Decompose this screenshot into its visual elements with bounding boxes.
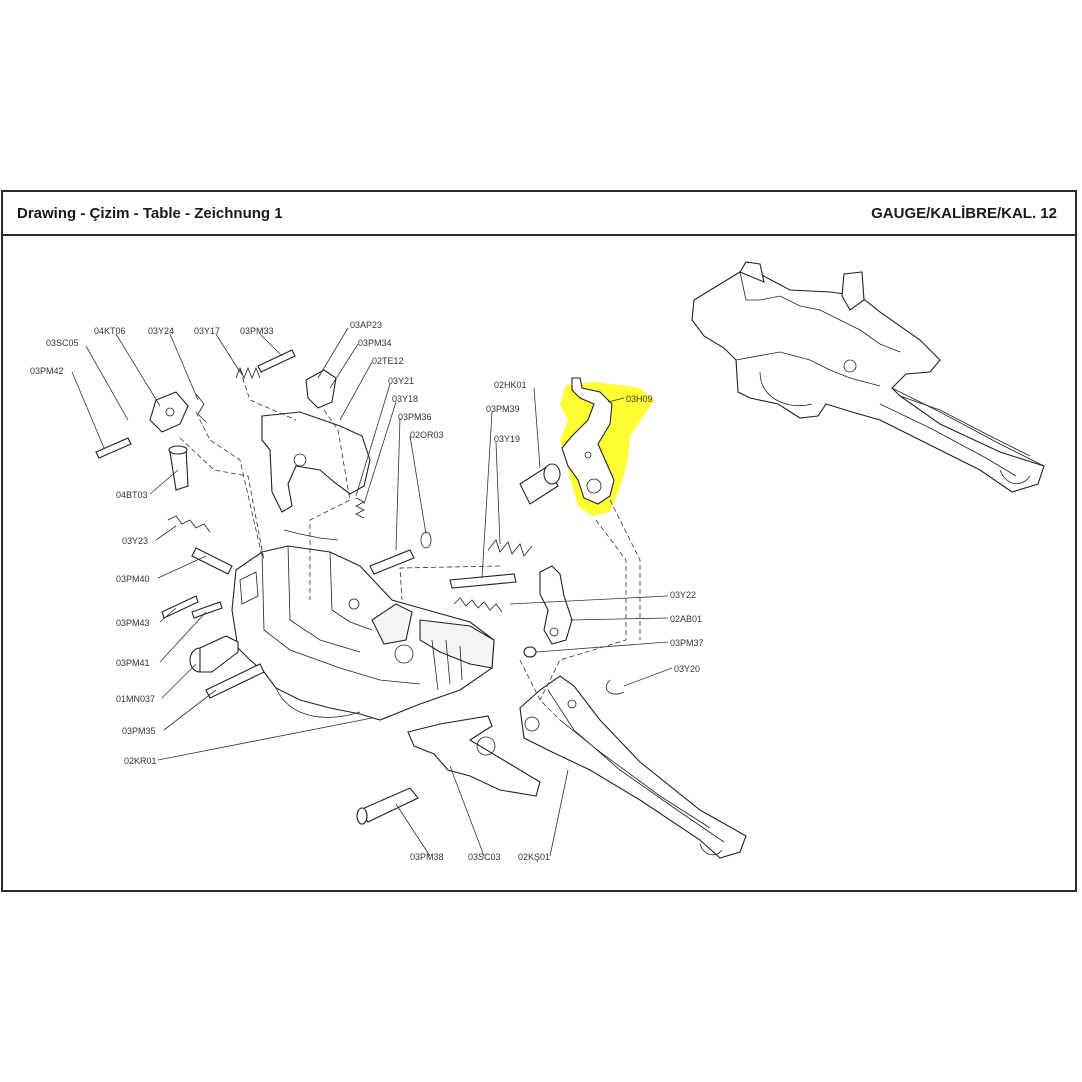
label-03PM41: 03PM41 (116, 658, 150, 668)
label-03PM33: 03PM33 (240, 326, 274, 336)
label-03PM43: 03PM43 (116, 618, 150, 628)
label-02HK01: 02HK01 (494, 380, 527, 390)
trigger-housing (231, 545, 495, 721)
label-03PM42: 03PM42 (30, 366, 64, 376)
label-03Y23: 03Y23 (122, 536, 148, 546)
label-04KT06: 04KT06 (94, 326, 126, 336)
label-03Y18: 03Y18 (392, 394, 418, 404)
label-03PM40: 03PM40 (116, 574, 150, 584)
leader-lines (71, 327, 673, 857)
label-03PM34: 03PM34 (358, 338, 392, 348)
label-02TE12: 02TE12 (372, 356, 404, 366)
assembled-view (691, 261, 1045, 493)
label-03PM38: 03PM38 (410, 852, 444, 862)
label-04BT03: 04BT03 (116, 490, 148, 500)
header-bar: Drawing - Çizim - Table - Zeichnung 1 GA… (3, 192, 1075, 236)
label-03Y19: 03Y19 (494, 434, 520, 444)
label-02KR01: 02KR01 (124, 756, 157, 766)
label-03SC05: 03SC05 (46, 338, 79, 348)
label-02AB01: 02AB01 (670, 614, 702, 624)
assembly-guide-lines (179, 369, 641, 721)
label-03PM37: 03PM37 (670, 638, 704, 648)
label-03PM35: 03PM35 (122, 726, 156, 736)
sear-assembly (149, 369, 371, 513)
part-labels: 03SC05 04KT06 03Y24 03Y17 03PM33 03AP23 … (30, 320, 704, 862)
drawing-frame: Drawing - Çizim - Table - Zeichnung 1 GA… (1, 190, 1077, 892)
label-03Y20: 03Y20 (674, 664, 700, 674)
label-01MN037: 01MN037 (116, 694, 155, 704)
label-03Y21: 03Y21 (388, 376, 414, 386)
label-03PM36: 03PM36 (398, 412, 432, 422)
label-03SC03: 03SC03 (468, 852, 501, 862)
label-03Y24: 03Y24 (148, 326, 174, 336)
trigger-plate (407, 715, 541, 797)
trigger-part (539, 565, 573, 645)
hammer-part (561, 377, 615, 505)
label-03Y22: 03Y22 (670, 590, 696, 600)
label-03H09: 03H09 (626, 394, 653, 404)
guide-rail (519, 675, 747, 859)
label-03Y17: 03Y17 (194, 326, 220, 336)
label-02KS01: 02KŞ01 (518, 852, 550, 862)
label-03PM39: 03PM39 (486, 404, 520, 414)
label-03AP23: 03AP23 (350, 320, 382, 330)
drawing-title: Drawing - Çizim - Table - Zeichnung 1 (17, 205, 283, 222)
gauge-label: GAUGE/KALİBRE/KAL. 12 (871, 205, 1057, 222)
label-02OR03: 02OR03 (410, 430, 444, 440)
